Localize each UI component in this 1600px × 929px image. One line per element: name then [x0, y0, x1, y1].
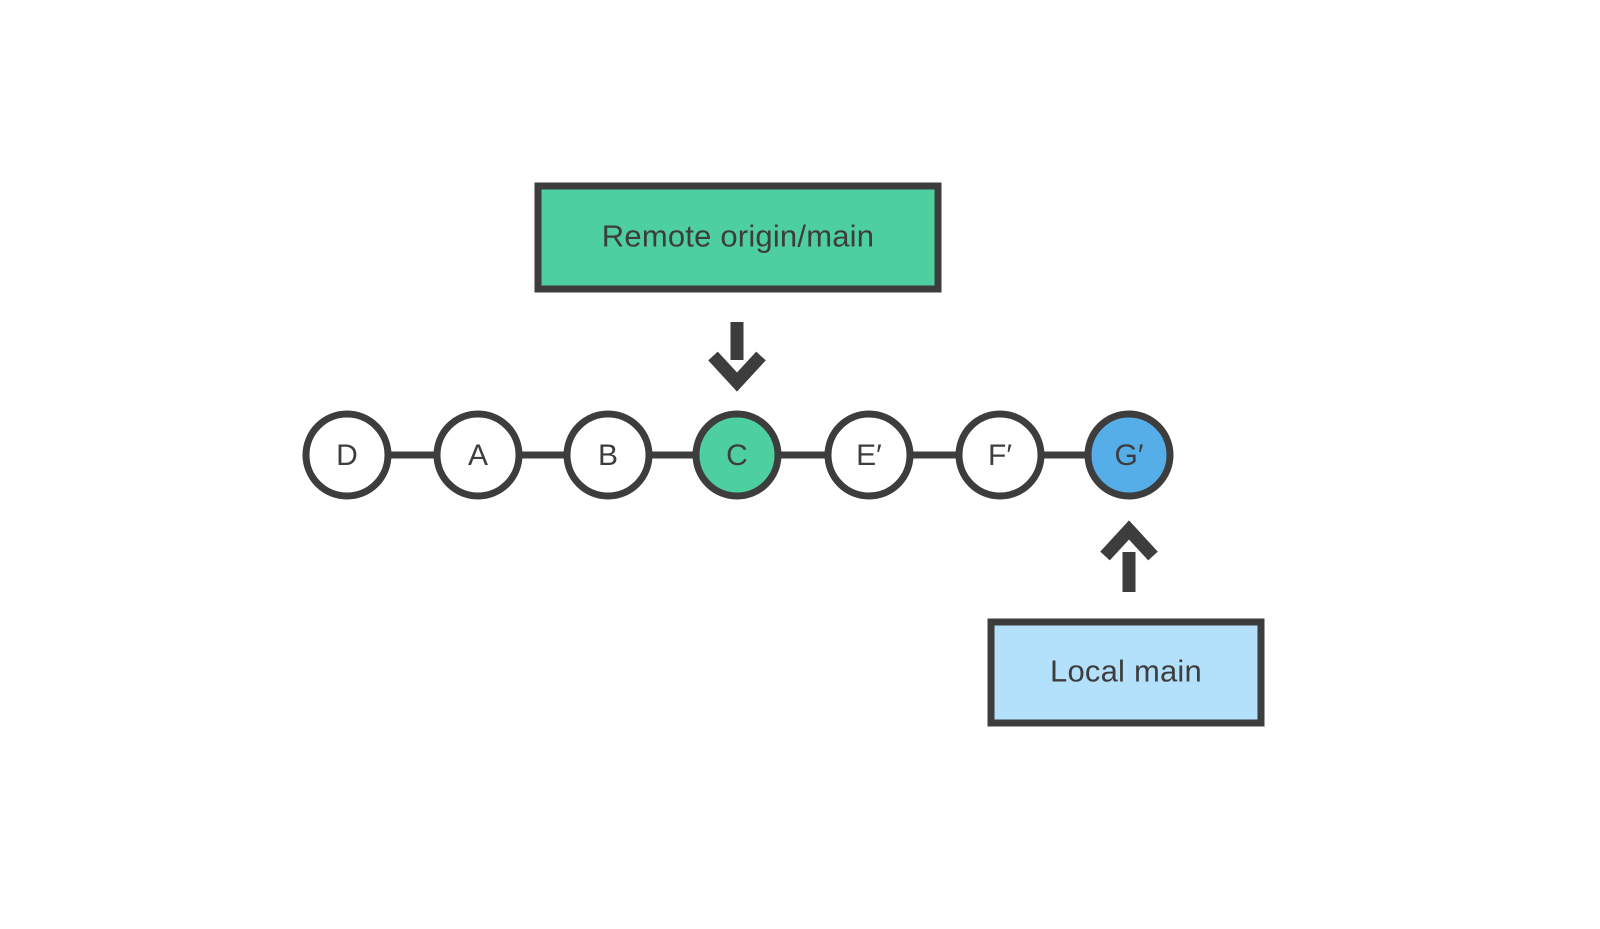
commit-label: C [726, 439, 748, 472]
commit-circle [302, 410, 392, 500]
commit-label: E′ [856, 439, 882, 472]
remote-to-c-arrow [708, 322, 766, 392]
commit-circle [433, 410, 523, 500]
local-to-g-arrow [1100, 520, 1158, 592]
commit-circle [824, 410, 914, 500]
commit-nodes: D A B C E′ F′ G′ [302, 410, 1174, 500]
local-branch-box-label: Local main [1050, 654, 1202, 689]
commit-label: B [598, 439, 618, 472]
remote-branch-box-label: Remote origin/main [602, 219, 874, 254]
commit-node-Gprime[interactable]: G′ [1084, 410, 1174, 500]
commit-circle [563, 410, 653, 500]
commit-label: D [336, 439, 358, 472]
commit-node-D[interactable]: D [302, 410, 392, 500]
commit-node-B[interactable]: B [563, 410, 653, 500]
commit-node-A[interactable]: A [433, 410, 523, 500]
commit-node-Eprime[interactable]: E′ [824, 410, 914, 500]
commit-label: F′ [988, 439, 1012, 472]
remote-to-c-arrow-head [708, 351, 766, 392]
local-to-g-arrow-head [1100, 520, 1158, 561]
local-branch-box[interactable]: Local main [987, 618, 1265, 727]
commit-circle [692, 410, 782, 500]
commit-circle [955, 410, 1045, 500]
commit-node-Fprime[interactable]: F′ [955, 410, 1045, 500]
arrows-group [708, 322, 1158, 592]
commit-label: G′ [1115, 439, 1144, 472]
commit-node-C[interactable]: C [692, 410, 782, 500]
remote-branch-box-rect [534, 182, 942, 293]
remote-branch-box[interactable]: Remote origin/main [534, 182, 942, 293]
commit-circle [1084, 410, 1174, 500]
local-branch-box-rect [987, 618, 1265, 727]
commit-label: A [468, 439, 488, 472]
